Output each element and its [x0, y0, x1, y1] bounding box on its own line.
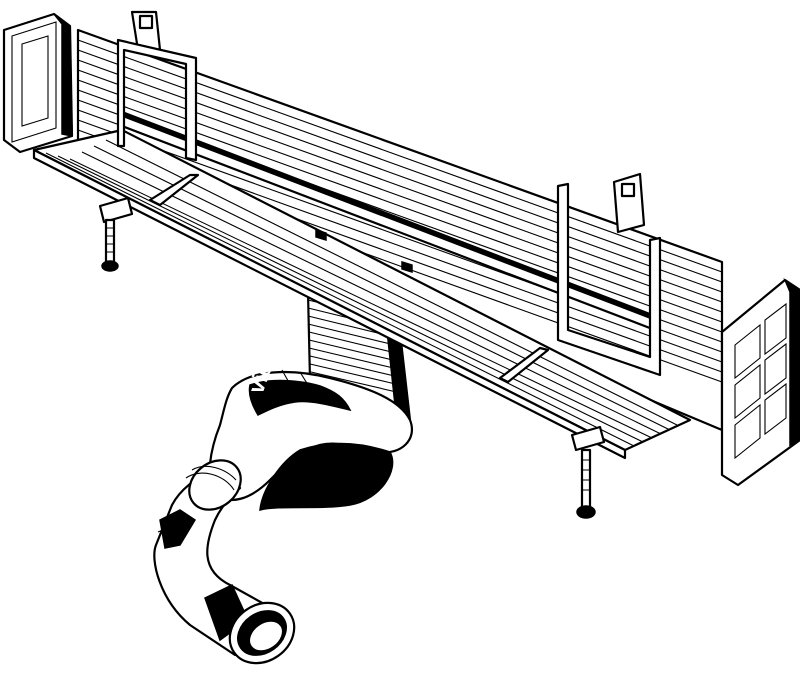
mounting-bracket-right	[556, 172, 662, 377]
support-straps	[148, 173, 550, 384]
end-cap-left	[2, 12, 74, 154]
end-cap-right-grid	[734, 302, 787, 460]
outlet-trap-body: viega	[208, 335, 413, 511]
end-cap-right	[720, 278, 800, 487]
height-adjustable-foot-left	[98, 196, 134, 272]
mounting-bracket-left	[116, 10, 198, 162]
drain-channel	[32, 28, 724, 460]
height-adjustable-foot-right	[570, 425, 606, 519]
drain-elbow-pipe	[153, 459, 296, 665]
